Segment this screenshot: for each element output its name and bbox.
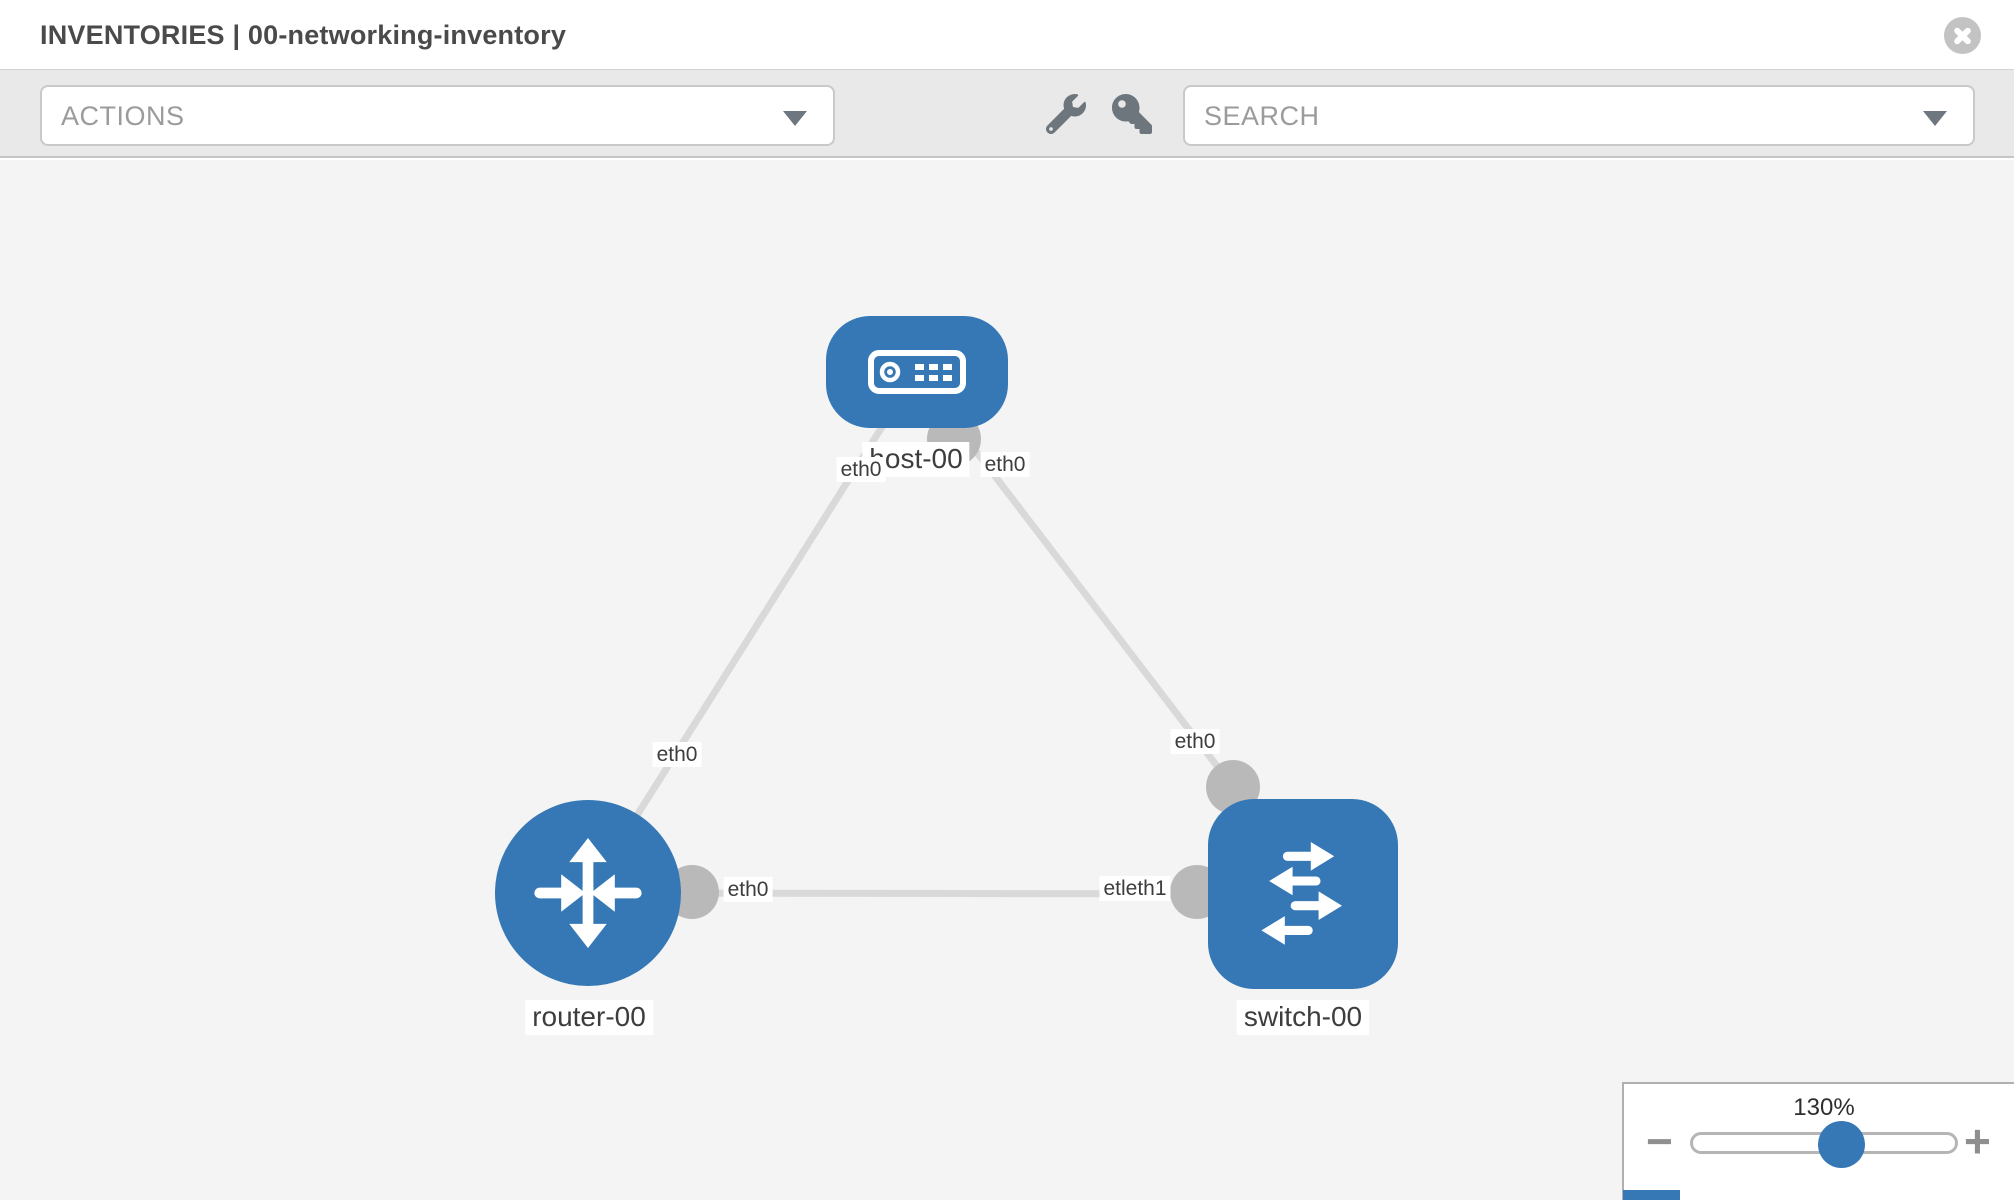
- node-label-switch: switch-00: [1236, 1000, 1370, 1035]
- close-button[interactable]: [1944, 17, 1981, 54]
- chevron-down-icon: [783, 111, 807, 126]
- interface-label-router-to-host: eth0: [652, 742, 702, 768]
- interface-label-switch-to-host: eth0: [1170, 729, 1220, 755]
- server-icon: [868, 350, 966, 394]
- node-host[interactable]: [826, 316, 1008, 428]
- switch-arrows-icon: [1261, 842, 1342, 945]
- chevron-down-icon: [1923, 111, 1947, 126]
- interface-label-host-right: eth0: [980, 452, 1030, 478]
- zoom-percent: 130%: [1793, 1094, 1855, 1121]
- search-placeholder: SEARCH: [1204, 101, 1320, 131]
- topology-canvas[interactable]: host-00 router-00 switch-00 eth0 eth0 et…: [0, 160, 2014, 1200]
- interface-label-switch-overlap: etleth1: [1099, 876, 1171, 902]
- interface-label-router-to-switch: eth0: [723, 877, 773, 903]
- toolbar: ACTIONS SEARCH: [0, 70, 2014, 158]
- clipped-blue-element: [1623, 1190, 1680, 1200]
- key-icon: [1112, 94, 1152, 134]
- zoom-panel: 130% − +: [1622, 1082, 2014, 1200]
- search-dropdown[interactable]: SEARCH: [1183, 85, 1975, 146]
- zoom-out-button[interactable]: −: [1646, 1115, 1673, 1167]
- credentials-button[interactable]: [1112, 94, 1156, 138]
- links-layer: [585, 370, 1304, 898]
- interface-label-host-left: eth0: [836, 457, 886, 483]
- zoom-slider-handle[interactable]: [1818, 1121, 1865, 1168]
- actions-dropdown-label: ACTIONS: [61, 101, 185, 131]
- actions-dropdown[interactable]: ACTIONS: [40, 85, 835, 146]
- node-switch[interactable]: [1208, 799, 1398, 989]
- node-router[interactable]: [495, 800, 681, 986]
- zoom-in-button[interactable]: +: [1964, 1115, 1991, 1167]
- header: INVENTORIES | 00-networking-inventory: [0, 0, 2014, 70]
- configure-button[interactable]: [1045, 94, 1090, 138]
- page-title: INVENTORIES | 00-networking-inventory: [40, 20, 567, 50]
- wrench-icon: [1045, 94, 1086, 135]
- router-arrows-icon: [534, 838, 642, 948]
- node-label-router: router-00: [525, 1000, 653, 1035]
